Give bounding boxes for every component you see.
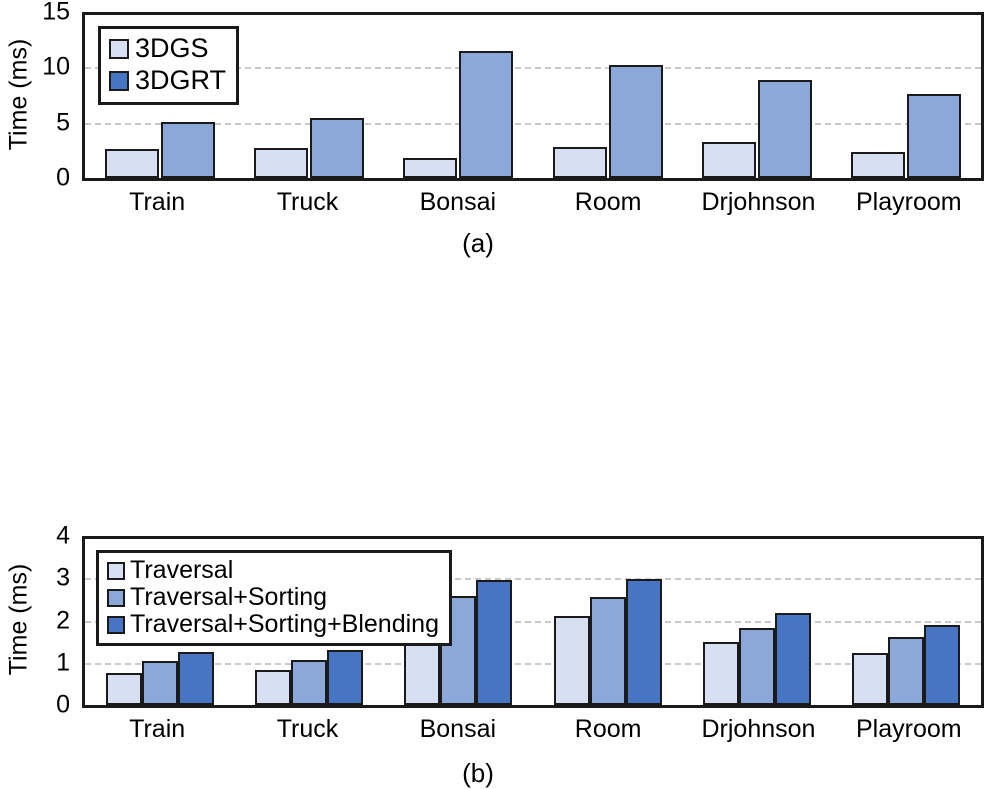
- bar-group: [832, 15, 981, 178]
- bar[interactable]: [757, 79, 812, 178]
- bar[interactable]: [177, 652, 214, 705]
- bar[interactable]: [852, 653, 889, 705]
- bar[interactable]: [104, 148, 159, 178]
- bar[interactable]: [888, 636, 925, 705]
- y-tick-label: 2: [56, 606, 70, 634]
- x-tick-label: Train: [129, 715, 186, 743]
- legend-item-3dgrt[interactable]: 3DGRT: [109, 65, 226, 97]
- x-tick-label: Playroom: [856, 188, 962, 216]
- panel-caption-b: (b): [462, 758, 494, 788]
- y-axis-ticks-b: 4 3 2 1 0: [24, 523, 70, 717]
- legend-swatch-icon: [109, 38, 129, 59]
- bar[interactable]: [701, 142, 756, 178]
- bar-group: [682, 15, 831, 178]
- x-axis-categories-b: Train Truck Bonsai Room Drjohnson Playroom: [82, 715, 984, 744]
- legend-item-traversal-sorting-blending[interactable]: Traversal+Sorting+Blending: [107, 611, 439, 638]
- x-tick-label: Drjohnson: [701, 715, 816, 743]
- bar[interactable]: [924, 624, 961, 705]
- gridline: [85, 67, 981, 70]
- bar[interactable]: [589, 597, 626, 705]
- x-tick-label: Train: [129, 188, 186, 216]
- bar[interactable]: [851, 151, 906, 178]
- bar-group: [384, 15, 533, 178]
- bar-group: [234, 15, 383, 178]
- legend-item-traversal-sorting[interactable]: Traversal+Sorting: [107, 584, 439, 611]
- legend-label: Traversal+Sorting: [130, 583, 328, 611]
- legend-label: 3DGS: [135, 33, 209, 63]
- x-tick-label: Room: [574, 715, 642, 743]
- y-tick-label: 10: [42, 52, 70, 81]
- x-tick-label: Truck: [276, 188, 339, 216]
- bar[interactable]: [290, 659, 327, 705]
- bar[interactable]: [774, 613, 811, 705]
- y-tick-label: 1: [56, 648, 70, 677]
- bar[interactable]: [253, 148, 308, 178]
- gridline: [85, 122, 981, 125]
- legend-item-3dgs[interactable]: 3DGS: [109, 33, 226, 65]
- legend-label: 3DGRT: [135, 64, 227, 95]
- bar[interactable]: [552, 147, 607, 178]
- bar[interactable]: [738, 628, 775, 705]
- bar[interactable]: [553, 616, 590, 705]
- bar-group: [85, 15, 234, 178]
- bar-group: [533, 15, 682, 178]
- bar-groups-a: [85, 15, 981, 178]
- legend-swatch-icon: [107, 615, 125, 634]
- bar[interactable]: [160, 121, 215, 178]
- bar[interactable]: [326, 650, 363, 705]
- bar[interactable]: [702, 641, 739, 705]
- legend-swatch-icon: [107, 561, 125, 580]
- bar[interactable]: [403, 157, 458, 178]
- bar[interactable]: [459, 51, 514, 178]
- x-tick-label: Bonsai: [419, 188, 497, 216]
- x-tick-label: Playroom: [856, 715, 962, 743]
- x-tick-label: Bonsai: [419, 715, 497, 743]
- bar-group: [533, 539, 682, 705]
- x-tick-label: Truck: [276, 715, 339, 743]
- bar[interactable]: [625, 579, 662, 705]
- bar[interactable]: [254, 670, 291, 705]
- y-axis-ticks-a: 15 10 5 0: [24, 0, 70, 190]
- x-tick-label: Room: [574, 188, 642, 216]
- legend-a: 3DGS 3DGRT: [98, 26, 240, 105]
- legend-item-traversal[interactable]: Traversal: [107, 557, 439, 584]
- legend-swatch-icon: [109, 70, 129, 91]
- legend-label: Traversal: [130, 556, 234, 584]
- legend-swatch-icon: [107, 588, 125, 607]
- y-tick-label: 5: [56, 108, 70, 137]
- x-axis-categories-a: Train Truck Bonsai Room Drjohnson Playroom: [82, 188, 984, 217]
- bar-group: [682, 539, 831, 705]
- legend-label: Traversal+Sorting+Blending: [130, 610, 439, 638]
- y-tick-label: 0: [56, 163, 70, 192]
- legend-b: Traversal Traversal+Sorting Traversal+So…: [96, 550, 452, 646]
- bar[interactable]: [105, 672, 142, 705]
- x-tick-label: Drjohnson: [701, 188, 816, 216]
- bar-group: [832, 539, 981, 705]
- bar[interactable]: [309, 118, 364, 178]
- panel-caption-a: (a): [462, 228, 494, 258]
- y-tick-label: 3: [56, 563, 70, 592]
- bar[interactable]: [907, 94, 962, 178]
- y-tick-label: 15: [42, 0, 70, 26]
- y-tick-label: 0: [56, 690, 70, 719]
- bar[interactable]: [476, 579, 513, 705]
- bar[interactable]: [141, 661, 178, 705]
- bar[interactable]: [608, 65, 663, 178]
- y-tick-label: 4: [56, 521, 70, 550]
